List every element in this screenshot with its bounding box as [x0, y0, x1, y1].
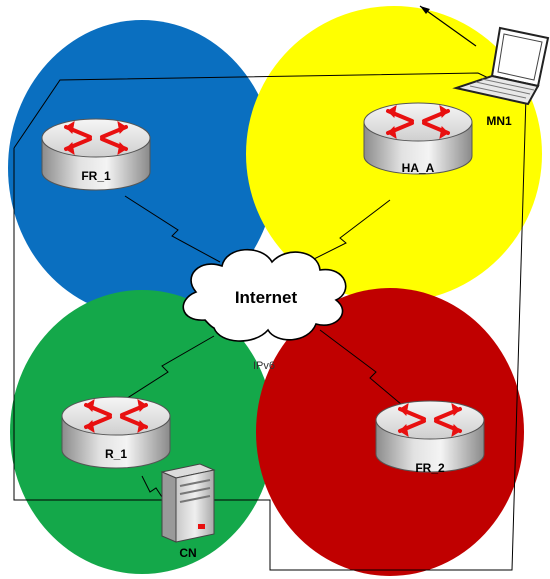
- router-label: FR_1: [81, 169, 111, 183]
- link-r1-cn: [141, 475, 165, 501]
- link-ha-internet: [299, 199, 391, 267]
- mobile-node-label: MN1: [486, 114, 512, 128]
- router-arrows-icon: [386, 104, 450, 140]
- router-fr2[interactable]: FR_2: [375, 400, 485, 475]
- wireless-arrow: [419, 5, 477, 47]
- link-fr1-internet: [124, 195, 221, 263]
- router-arrows-icon: [84, 398, 148, 434]
- router-arrows-icon: [398, 402, 462, 438]
- internet-cloud: Internet: [182, 248, 347, 342]
- correspondent-node-server[interactable]: CN: [160, 463, 216, 560]
- router-label: FR_2: [415, 461, 445, 475]
- router-fr1[interactable]: FR_1: [41, 118, 151, 191]
- link-r1-internet: [117, 335, 215, 405]
- router-label: R_1: [105, 447, 127, 461]
- link-fr2-internet: [319, 329, 409, 411]
- router-r1[interactable]: R_1: [61, 396, 171, 469]
- internet-label: Internet: [235, 288, 298, 307]
- protocol-label: IPv6: [253, 360, 275, 372]
- correspondent-node-label: CN: [179, 546, 196, 560]
- router-arrows-icon: [64, 120, 128, 156]
- router-label: HA_A: [402, 161, 435, 175]
- router-ha[interactable]: HA_A: [363, 102, 473, 175]
- server-icon: [160, 463, 216, 543]
- mobile-node-laptop[interactable]: MN1: [452, 26, 550, 128]
- laptop-icon: [452, 26, 550, 106]
